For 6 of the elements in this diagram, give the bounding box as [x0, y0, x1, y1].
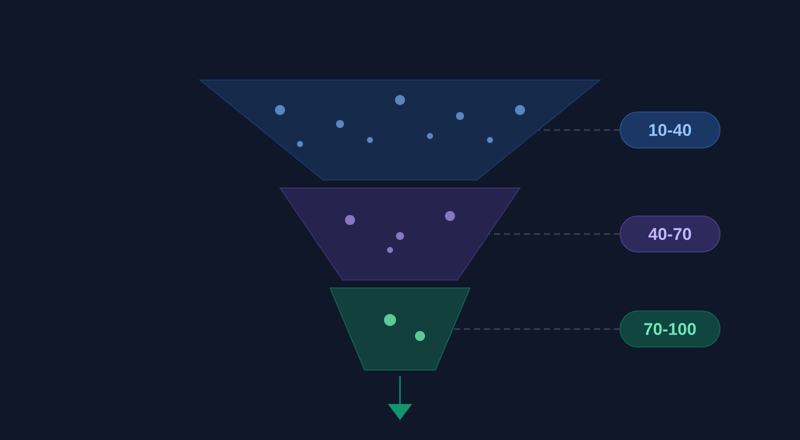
- leader-line: [488, 233, 620, 235]
- range-badge: 70-100: [620, 310, 720, 348]
- leader-line: [452, 328, 620, 330]
- range-badge: 40-70: [620, 216, 720, 252]
- range-badge: 10-40: [620, 112, 720, 148]
- leader-line: [538, 129, 620, 131]
